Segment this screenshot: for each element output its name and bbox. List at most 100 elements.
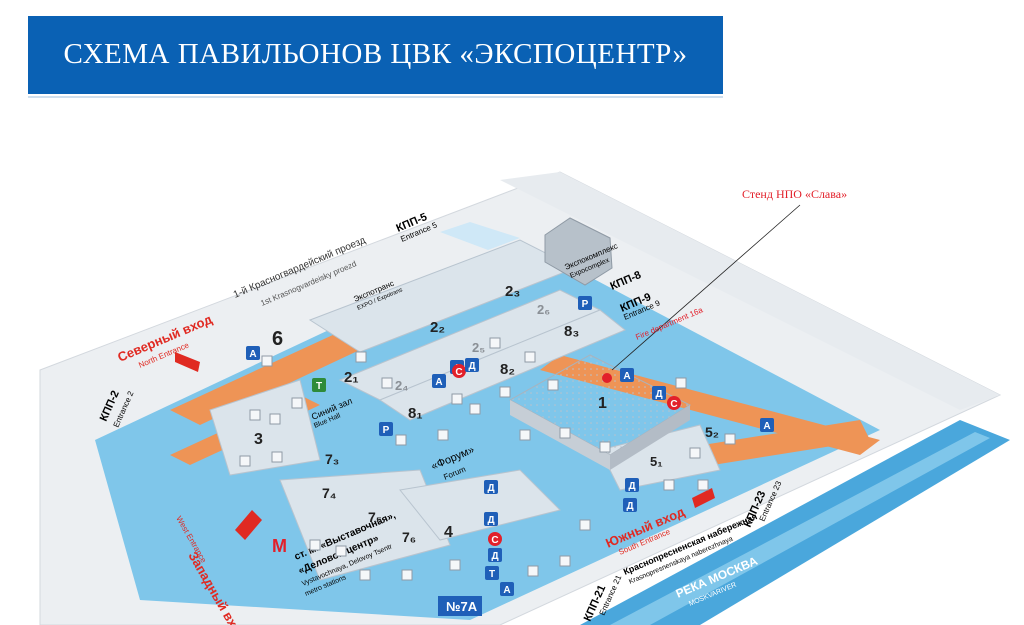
river [580,420,1010,625]
building-marker-icon [697,479,709,491]
service-sign-letter: A [435,377,442,388]
service-sign-letter: A [249,349,256,360]
service-sign-icon: Д [652,386,666,400]
building-marker-icon [559,555,571,567]
pavilion-7-4: 7₄ [322,485,336,501]
building-marker-icon [524,351,536,363]
building-marker-icon [261,355,273,367]
service-sign-icon: P [578,296,592,310]
service-sign-icon: T [485,566,499,580]
building-marker-icon [355,351,367,363]
metro-icon: M [272,536,287,556]
building-marker-icon [395,434,407,446]
service-sign-icon: A [500,582,514,596]
entrance-5-patch [440,222,520,250]
service-sign-letter: A [503,585,510,596]
service-sign-icon: A [620,368,634,382]
service-sign-letter: Д [491,551,498,562]
pavilion-7-6: 7₆ [402,529,416,545]
service-sign-letter: C [670,399,677,410]
service-sign-letter: A [623,371,630,382]
stand-marker [602,373,612,383]
building-marker-icon [381,377,393,389]
service-sign-icon: Д [488,548,502,562]
west-entrance-arrow [235,510,262,540]
service-sign-icon: Д [484,480,498,494]
building-marker-icon [499,386,511,398]
building-marker-icon [527,565,539,577]
service-sign-letter: T [489,569,495,580]
service-sign-icon: Д [625,478,639,492]
site-lawn [95,240,880,620]
building-marker-icon [689,447,701,459]
building-marker-icon [579,519,591,531]
south-entrance-arrow [692,488,715,508]
service-sign-letter: T [316,381,322,392]
building-marker-icon [449,559,461,571]
building-marker-icon [437,429,449,441]
building-marker-icon [269,413,281,425]
pavilion-2-4: 2₄ [395,378,408,393]
pavilion-7-5: 7₅ [368,509,382,525]
pavilion-labels: 1 3 4 6 2₁ 2₂ 2₃ 2₄ 2₅ 2₆ 8₁ 8₂ 8₃ 7₃ 7₄… [254,283,719,545]
service-sign-icon: Д [623,498,637,512]
service-sign-letter: Д [628,481,635,492]
pavilion-8-1: 8₁ [408,405,423,422]
service-sign-icon: A [432,374,446,388]
pavilion-2-5: 2₅ [472,340,485,355]
building-marker-icon [547,379,559,391]
pavilion-7-3: 7₃ [325,451,339,467]
halls-layer [209,239,721,581]
building-marker-icon [359,569,371,581]
expocomplex-building [544,217,613,286]
service-sign-icon: Д [465,358,479,372]
building-marker-icon [469,403,481,415]
service-sign-letter: A [763,421,770,432]
pavilion-5-2: 5₂ [705,424,719,440]
building-marker-icon [271,451,283,463]
pavilion-8-2: 8₂ [500,361,515,378]
service-sign-letter: C [491,535,498,546]
no7a-badge [438,596,482,616]
page-title: СХЕМА ПАВИЛЬОНОВ ЦВК «ЭКСПОЦЕНТР» [63,38,688,70]
pavilion-2-6: 2₆ [537,302,550,317]
building-marker-icon [451,393,463,405]
title-banner: СХЕМА ПАВИЛЬОНОВ ЦВК «ЭКСПОЦЕНТР» [28,16,723,94]
service-sign-icon: A [246,346,260,360]
building-marker-icon [239,455,251,467]
north-entrance-arrow [175,352,200,372]
service-sign-icon: C [488,532,502,546]
pavilion-2-1: 2₁ [344,369,359,386]
service-sign-letter: Д [626,501,633,512]
service-sign-letter: P [582,299,589,310]
service-sign-icon: A [760,418,774,432]
building-marker-icon [519,429,531,441]
service-sign-letter: Д [487,483,494,494]
service-sign-letter: Д [487,515,494,526]
pavilion-4: 4 [444,524,453,541]
building-marker-icon [249,409,261,421]
service-sign-icon: Д [484,512,498,526]
pavilion-1: 1 [598,395,607,412]
building-marker-icon [599,441,611,453]
building-marker-icon [401,569,413,581]
service-sign-letter: P [383,425,390,436]
building-marker-icon [309,539,321,551]
service-icons: AAAAATACCCДДДДДДДTPP [239,296,774,596]
service-sign-icon: T [312,378,326,392]
title-underline [28,96,723,98]
building-marker-icon [489,337,501,349]
pavilion-3: 3 [254,431,263,448]
pavilion-8-3: 8₃ [564,323,579,340]
pavilion-2-3: 2₃ [505,283,520,300]
pavilion-5-1: 5₁ [650,454,663,469]
building-marker-icon [335,545,347,557]
service-sign-letter: Д [655,389,662,400]
building-marker-icon [675,377,687,389]
service-sign-icon: C [667,396,681,410]
pavilion-2-2: 2₂ [430,319,445,336]
building-marker-icon [291,397,303,409]
pavilion-6: 6 [272,328,283,350]
service-sign-icon: P [379,422,393,436]
